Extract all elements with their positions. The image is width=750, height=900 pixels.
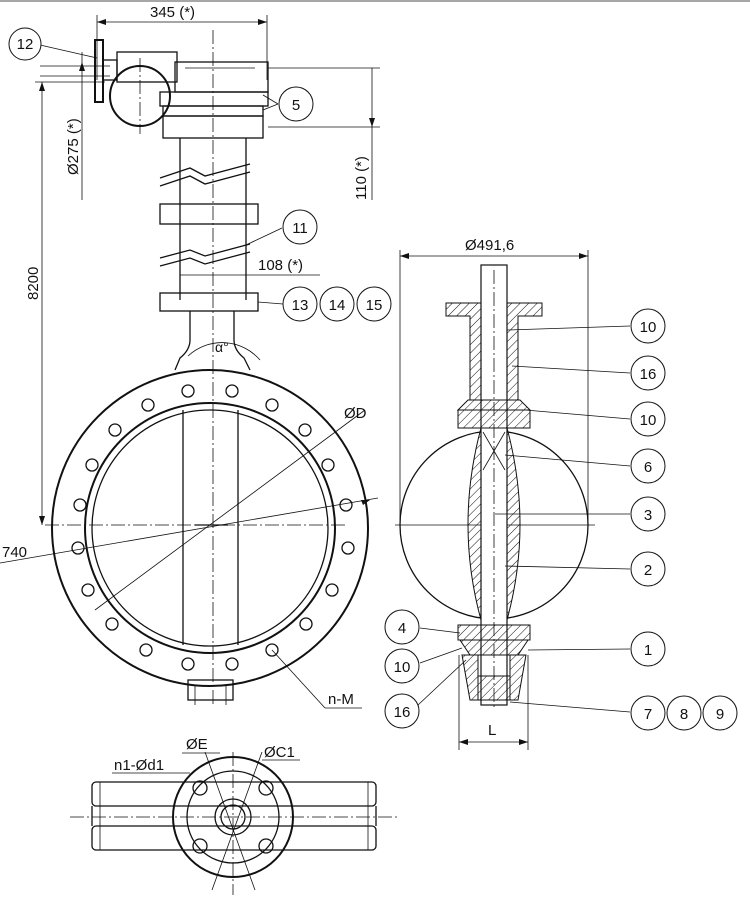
balloon-11: 11	[292, 220, 308, 237]
balloon-16b: 16	[394, 704, 411, 721]
balloon-3: 3	[644, 507, 652, 524]
balloon-15: 15	[366, 297, 383, 314]
dim-108: 108 (*)	[258, 257, 303, 274]
gearbox	[116, 51, 178, 83]
dim-345: 345 (*)	[150, 4, 195, 21]
valve-body-outer	[51, 369, 369, 687]
balloon-10b: 10	[640, 412, 657, 429]
dim-D: ØD	[344, 405, 367, 422]
bottom-view: n1-Ød1 ØE ØC1	[70, 736, 400, 895]
right-balloons: 10 16 10 6 3 2 1 7 8 9 4 10 16	[384, 308, 738, 731]
bolt-holes	[71, 384, 355, 671]
dim-n1-d1: n1-Ød1	[114, 757, 164, 774]
dim-nM: n-M	[328, 691, 354, 708]
balloon-10c: 10	[394, 659, 411, 676]
dim-8200: 8200	[25, 267, 42, 300]
balloon-5: 5	[292, 97, 300, 114]
balloon-10a: 10	[640, 319, 657, 336]
balloon-13: 13	[292, 297, 309, 314]
dim-angle: α°	[215, 339, 229, 355]
dim-110: 110 (*)	[353, 156, 370, 200]
balloon-7: 7	[644, 706, 652, 723]
dim-disc-dia: Ø491,6	[465, 237, 514, 254]
dim-740: 740	[2, 544, 27, 561]
dim-L: L	[488, 722, 496, 739]
balloon-9: 9	[716, 706, 724, 723]
dim-275: Ø275 (*)	[65, 118, 82, 175]
balloon-12: 12	[17, 36, 34, 53]
left-balloons: 12 5 11 13 14 15	[8, 27, 392, 322]
balloon-2: 2	[644, 562, 652, 579]
dim-C1: ØC1	[264, 744, 295, 761]
balloon-16a: 16	[640, 366, 657, 383]
balloon-6: 6	[644, 459, 652, 476]
disc-right	[506, 427, 521, 621]
handwheel	[94, 39, 104, 103]
coupling-flange	[159, 203, 259, 225]
balloon-14: 14	[329, 297, 346, 314]
top-flange	[159, 292, 259, 312]
valve-bore	[84, 402, 336, 654]
front-view: 345 (*) 110 (*) Ø275 (*) 8200	[0, 4, 380, 709]
balloon-8: 8	[680, 706, 688, 723]
balloon-1: 1	[644, 642, 652, 659]
section-view: Ø491,6 L	[395, 237, 595, 750]
dim-E: ØE	[186, 736, 208, 753]
disc-left	[467, 427, 482, 621]
bottom-plug	[477, 675, 511, 701]
balloon-4: 4	[398, 620, 406, 637]
